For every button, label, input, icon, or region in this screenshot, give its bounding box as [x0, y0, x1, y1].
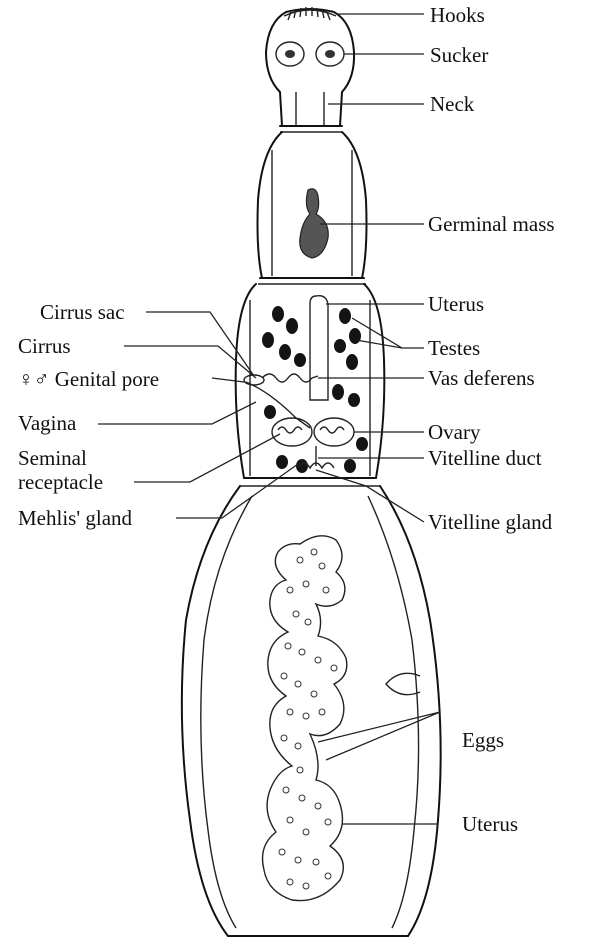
- label-hooks: Hooks: [430, 3, 485, 27]
- uterus-stem: [310, 296, 328, 400]
- label-vitelline-duct: Vitelline duct: [428, 446, 542, 470]
- sucker-right: [316, 42, 344, 66]
- label-mehlis-gland: Mehlis' gland: [18, 506, 132, 530]
- label-uterus-bottom: Uterus: [462, 812, 518, 836]
- eggs: [279, 549, 337, 889]
- label-uterus-top: Uterus: [428, 292, 484, 316]
- label-cirrus: Cirrus: [18, 334, 71, 358]
- label-ovary: Ovary: [428, 420, 480, 444]
- leader-lines-right: [316, 14, 440, 824]
- immature-proglottid: [258, 132, 367, 284]
- label-seminal-receptacle-line1: Seminal: [18, 446, 87, 470]
- ovary: [272, 418, 354, 446]
- label-vagina: Vagina: [18, 411, 76, 435]
- scolex: [266, 7, 354, 132]
- sucker-left: [276, 42, 304, 66]
- testes: [262, 306, 368, 473]
- label-sucker: Sucker: [430, 43, 488, 67]
- label-neck: Neck: [430, 92, 474, 116]
- mature-proglottid: [236, 284, 385, 486]
- gravid-proglottid: [182, 486, 441, 936]
- vagina: [246, 382, 310, 428]
- neck: [296, 92, 324, 126]
- label-germinal-mass: Germinal mass: [428, 212, 555, 236]
- label-cirrus-sac: Cirrus sac: [40, 300, 125, 324]
- label-seminal-receptacle-line2: receptacle: [18, 470, 103, 494]
- label-eggs: Eggs: [462, 728, 504, 752]
- label-testes: Testes: [428, 336, 480, 360]
- label-genital-pore: ♀♂ Genital pore: [18, 367, 159, 391]
- label-vitelline-gland: Vitelline gland: [428, 510, 552, 534]
- label-vas-deferens: Vas deferens: [428, 366, 535, 390]
